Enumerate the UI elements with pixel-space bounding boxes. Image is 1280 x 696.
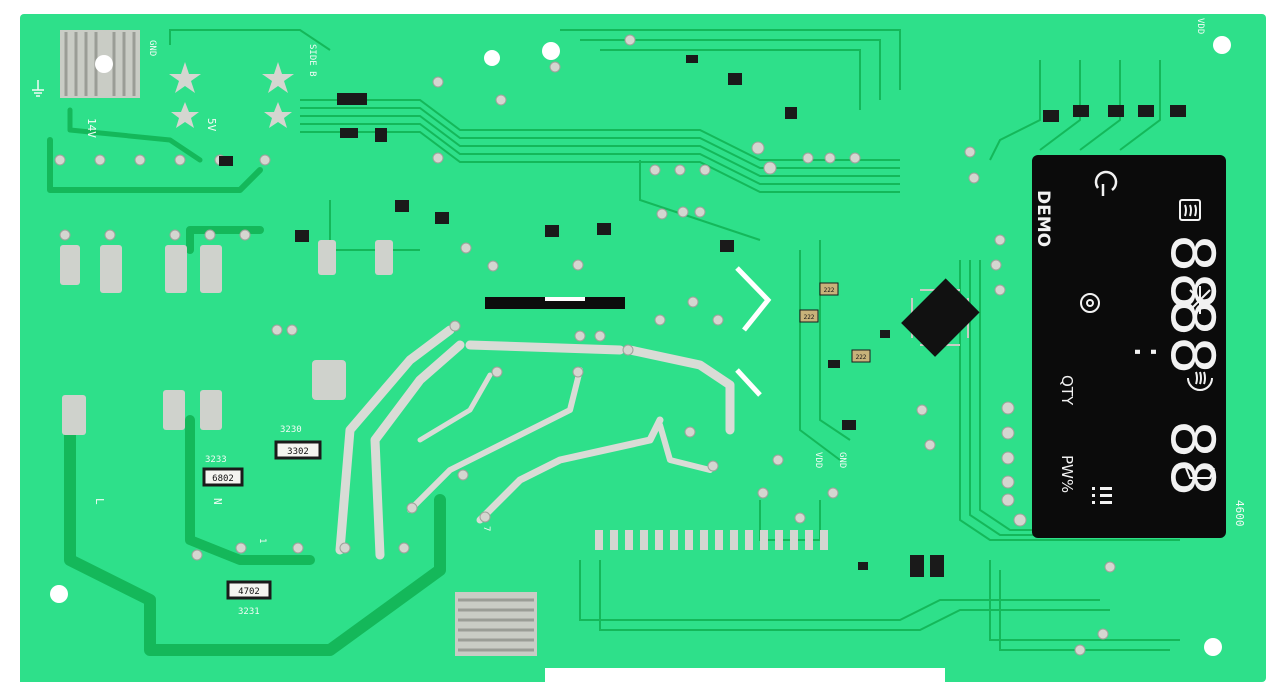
chevron-marks [735,266,772,397]
silk-pin1: 1 [257,538,267,543]
menu-dots-icon [1092,487,1112,504]
resistor-4702-label: 4702 [238,587,260,597]
silk-l: L [93,498,106,505]
resistor-6802: 6802 [202,467,244,487]
signal-traces [169,29,1180,651]
resistor-4702: 4702 [226,580,272,600]
grill-icon [1179,199,1201,221]
power-icon [1094,170,1118,196]
tray-icon [1185,467,1215,479]
connector-pin-row [595,530,828,550]
resistor-3302: 3302 [274,440,322,460]
smd-components [219,55,1186,577]
blackout-bar [485,297,625,309]
silk-pin7: 7 [481,526,491,531]
display-digits-row2: 88 [1157,298,1227,374]
silk-board-number: 4600 [1233,500,1246,527]
silk-gnd-top: GND [147,40,157,56]
silk-14v: 14V [85,118,98,138]
display-colon: : [1125,345,1171,358]
ground-pad-top [60,30,140,98]
microwave-wave-icon [1187,371,1213,391]
silk-3230: 3230 [280,425,302,435]
board-notch-right [545,668,945,682]
display-digits-row3: 88 [1157,420,1227,496]
resistor-3302-label: 3302 [287,447,309,457]
microcontroller-chip [901,278,980,357]
power-traces [47,107,446,656]
silk-3231: 3231 [238,607,260,617]
resistor-222-b: 222 [799,309,819,323]
ground-pad-bottom [455,592,537,656]
display-label-qty: QTY [1058,375,1076,406]
resistor-6802-label: 6802 [212,474,234,484]
silk-side-b: SIDE B [307,44,317,77]
silk-5v: 5V [205,118,218,132]
silk-3233: 3233 [205,455,227,465]
lock-icon [1080,293,1100,313]
star-markers [169,62,294,128]
pcb-substrate [20,14,1266,682]
ground-symbol-icon [32,80,44,97]
power-pads [60,240,393,435]
display-label-pw: PW% [1058,455,1076,493]
board-notch-left [20,664,540,682]
display-digits-row1: 88 [1157,234,1227,310]
vias [54,34,1116,656]
white-mark [545,297,585,301]
silk-n: N [211,498,224,505]
resistor-222-a: 222 [819,282,839,296]
display-label-demo: DEMO [1033,190,1053,247]
display-panel: DEMO 88 : 88 88 QTY PW% [1032,155,1227,538]
silk-vdd-side: VDD [813,452,823,468]
resistor-222-c-label: 222 [856,354,867,361]
defrost-snowflake-icon [1189,286,1211,314]
resistor-222-c: 222 [851,349,871,363]
resistor-222-a-label: 222 [824,287,835,294]
silk-vdd-top: VDD [1195,18,1205,34]
solder-strips [335,325,735,560]
resistor-222-b-label: 222 [804,314,815,321]
silk-gnd-side: GND [837,452,847,468]
